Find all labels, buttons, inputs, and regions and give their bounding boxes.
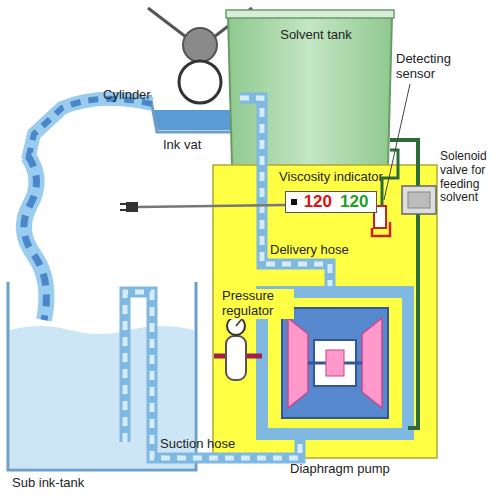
part-label: Cylinder xyxy=(103,88,151,103)
leader-line xyxy=(384,84,410,200)
reading-value: 120 xyxy=(340,192,368,212)
part-label: Delivery hose xyxy=(268,243,351,258)
part-label: Sub ink-tank xyxy=(12,476,84,491)
part-label: Ink vat xyxy=(163,138,201,153)
valve-coil xyxy=(408,192,430,208)
power-cord xyxy=(120,202,286,212)
display-lamp xyxy=(291,199,297,205)
reading-value: 120 xyxy=(304,192,332,212)
node-text: Solvent tank xyxy=(232,28,400,43)
part-label: Suction hose xyxy=(160,437,235,452)
solenoid-valve xyxy=(402,186,436,214)
pressure-regulator xyxy=(214,317,262,380)
part-label: Diaphragm pump xyxy=(290,462,390,477)
node-text: Viscosity indicator xyxy=(213,170,449,185)
part-label: Detecting sensor xyxy=(396,52,466,82)
part-label: Solenoid valve for feeding solvent xyxy=(440,150,497,205)
tank-node: Solvent tank xyxy=(232,22,400,52)
part-label: Pressure regulator xyxy=(220,289,294,319)
viscosity-display: 120 120 xyxy=(285,191,377,213)
indicator-housing xyxy=(213,165,437,458)
